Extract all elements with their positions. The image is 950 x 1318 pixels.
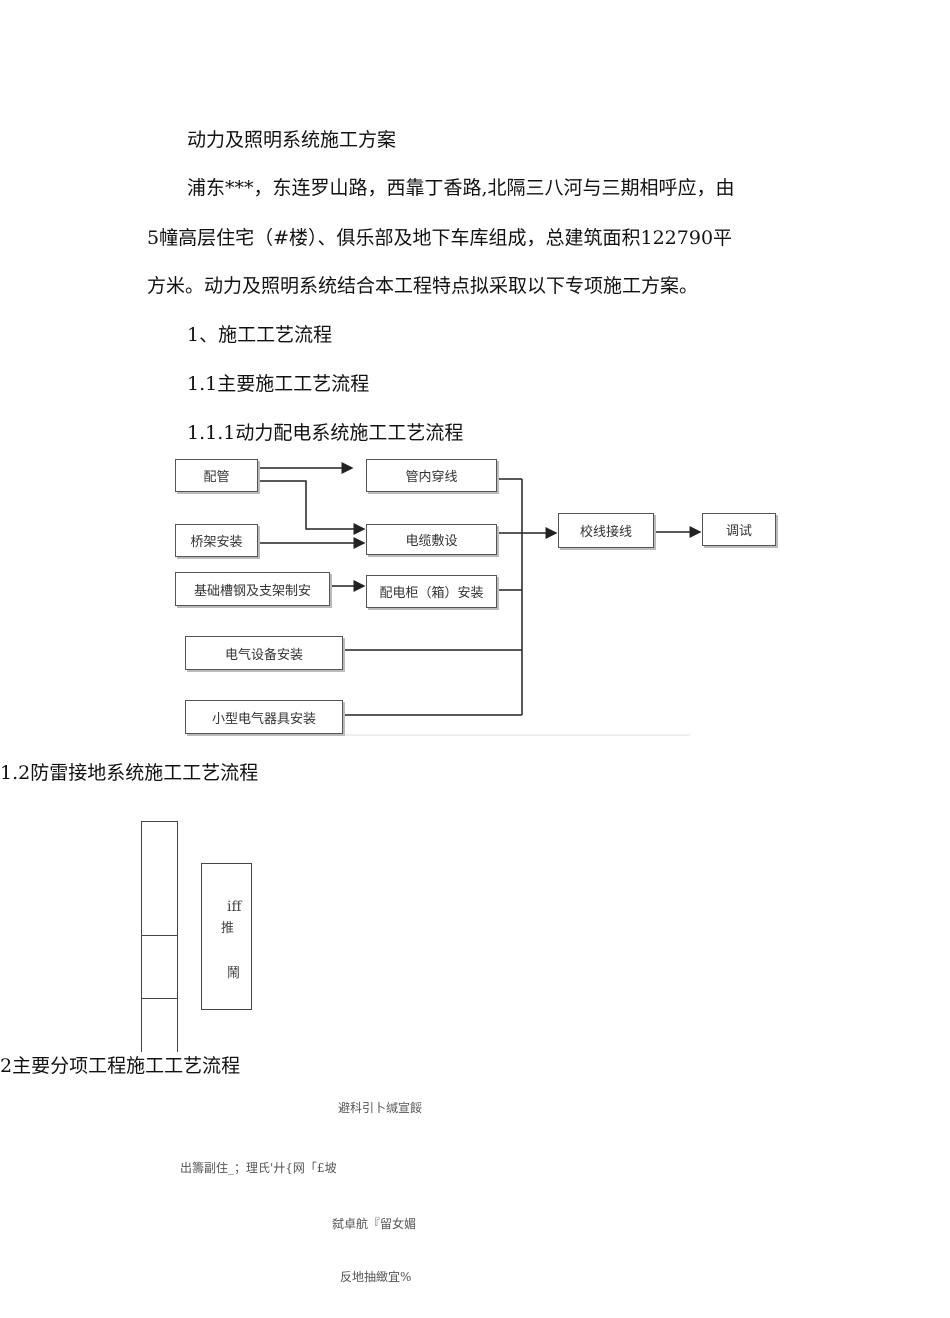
flow-box-tiaoshi: 调试: [702, 513, 776, 546]
lightning-side-box: [201, 863, 252, 1010]
flow-box-peidian: 配电柜（箱）安装: [366, 575, 497, 608]
garbled-text-3: 弑卓航『留女媚: [332, 1217, 417, 1231]
paragraph-line-1: 浦东***，东连罗山路，西靠丁香路,北隔三八河与三期相呼应，由: [187, 177, 735, 199]
garbled-text-1: 避科引卜缄宣餒: [338, 1101, 423, 1115]
flow-box-peiguan: 配管: [175, 459, 258, 492]
garbled-text-4: 反地抽緻宜%: [340, 1270, 412, 1284]
lightning-label-2: 推: [221, 921, 235, 936]
heading-1: 1、施工工艺流程: [187, 324, 333, 346]
flow-box-dianlan: 电缆敷设: [366, 524, 497, 555]
flow-box-guannei: 管内穿线: [366, 459, 497, 492]
heading-2: 2主要分项工程施工工艺流程: [0, 1055, 241, 1077]
heading-1-2: 1.2防雷接地系统施工工艺流程: [0, 762, 259, 784]
flow-box-qiaojia: 桥架安装: [175, 524, 258, 557]
paragraph-line-3: 方米。动力及照明系统结合本工程特点拟采取以下专项施工方案。: [147, 275, 699, 297]
document-title: 动力及照明系统施工方案: [187, 129, 397, 151]
flow-box-jichu: 基础槽钢及支架制安: [175, 572, 330, 606]
heading-1-1-1: 1.1.1动力配电系统施工工艺流程: [187, 422, 464, 444]
lightning-label-1: iff: [227, 899, 242, 915]
flowchart-connectors: [190, 462, 702, 736]
lightning-column-box-middle: [141, 935, 178, 999]
flow-box-dianqi: 电气设备安装: [185, 636, 343, 670]
heading-1-1: 1.1主要施工工艺流程: [187, 373, 370, 395]
garbled-text-2: 出籌副住_；理氏'廾{网「£坡: [180, 1161, 337, 1175]
lightning-column-box-bottom: [141, 998, 178, 1052]
lightning-column-box-top: [141, 821, 178, 936]
lightning-label-3: 鬧: [227, 966, 241, 981]
flow-box-jiaoxian: 校线接线: [558, 513, 654, 548]
flow-box-xiaoxing: 小型电气器具安装: [185, 700, 343, 734]
paragraph-line-2: 5幢高层住宅（#楼）、俱乐部及地下车库组成，总建筑面积122790平: [147, 227, 733, 249]
